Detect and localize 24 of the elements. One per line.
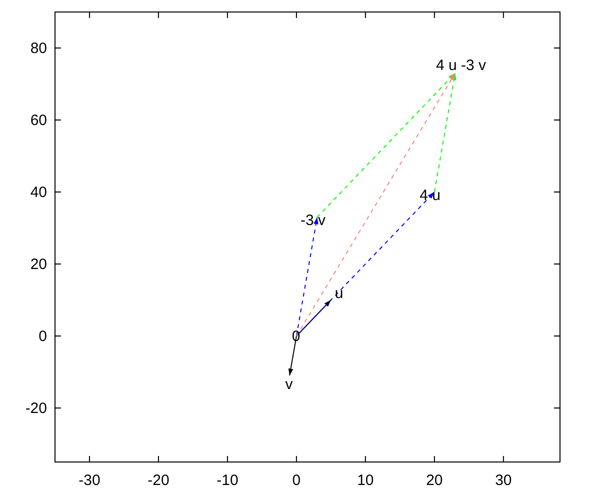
tick-label: 0	[38, 328, 47, 344]
tick-label: 80	[30, 40, 47, 56]
tick-label: 0	[291, 472, 302, 489]
vector-arrow	[296, 192, 435, 336]
point-label: 4 u -3 v	[436, 56, 486, 74]
tick-label: -10	[216, 472, 240, 489]
vector-arrow	[434, 72, 456, 192]
vector-arrow	[296, 72, 456, 336]
tick-label: 20	[425, 472, 444, 489]
point-label: u	[334, 284, 344, 302]
vector-arrow	[296, 216, 318, 336]
tick-label: 40	[30, 184, 47, 200]
tick-label: 30	[494, 472, 513, 489]
tick-label: -20	[146, 472, 170, 489]
point-label: -3 v	[300, 212, 326, 228]
tick-label: -20	[25, 400, 47, 416]
vector-arrow	[316, 72, 456, 218]
tick-label: 10	[356, 472, 375, 489]
vector-arrow	[288, 336, 297, 376]
point-label: 4 u	[420, 186, 440, 204]
tick-label: -30	[78, 472, 102, 489]
point-label: v	[285, 376, 293, 392]
tick-label: 20	[30, 256, 47, 272]
tick-label: 60	[30, 112, 47, 128]
